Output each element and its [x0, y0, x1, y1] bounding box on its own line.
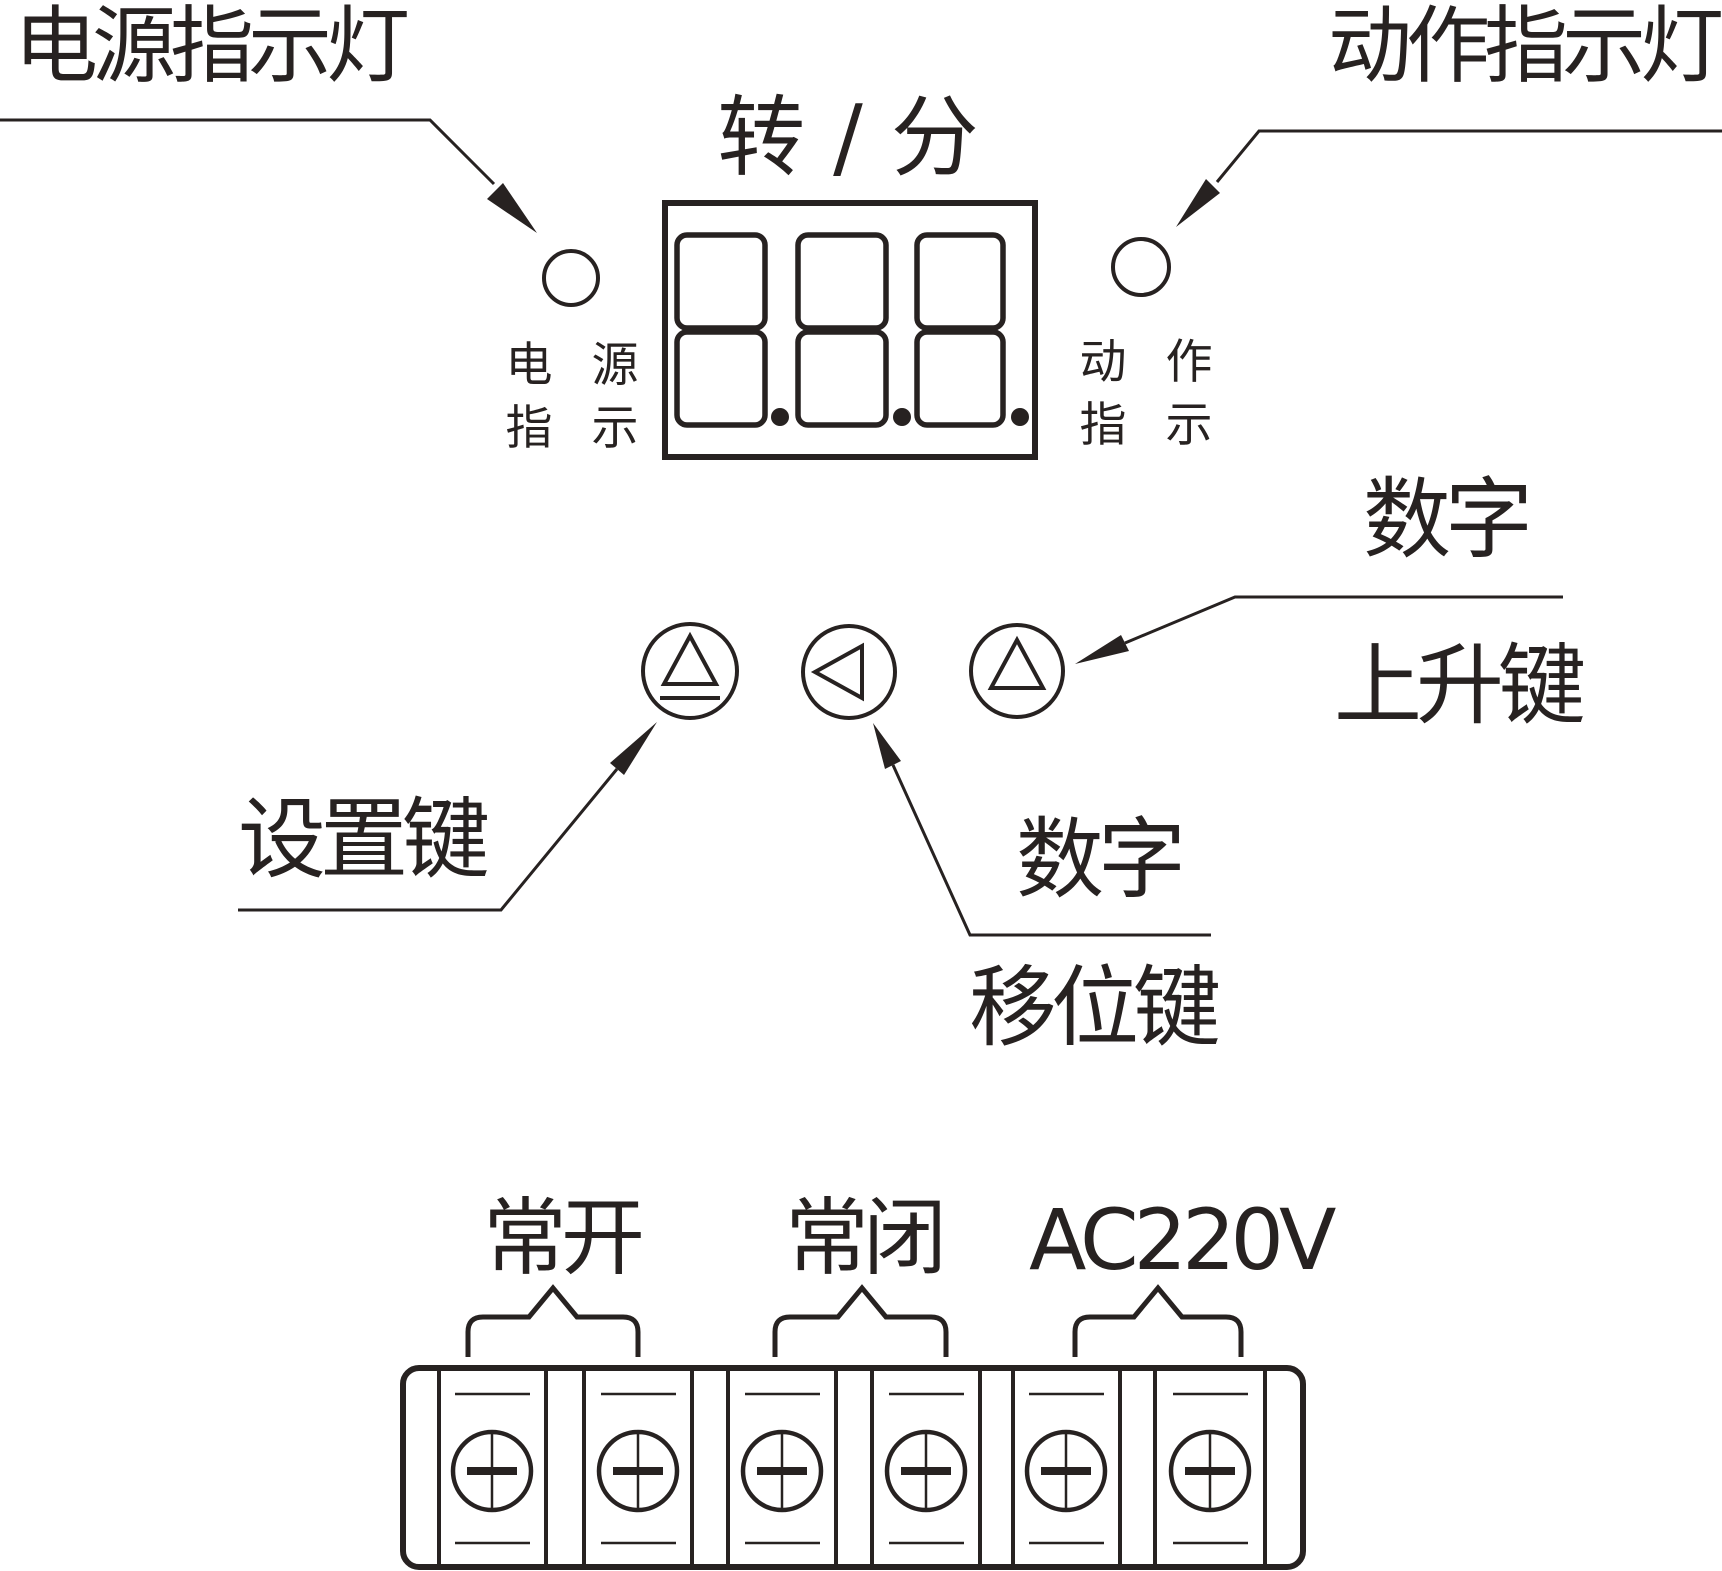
digit-shift-button[interactable] [801, 624, 897, 720]
power-led-label-line1: 电 源 [505, 338, 651, 393]
terminal-screw [740, 1392, 824, 1545]
terminal-separators [437, 1368, 1267, 1567]
arrowhead-icon [873, 723, 901, 769]
brace-normally-open [465, 1284, 641, 1357]
power-led-label: 电 源 指 示 [498, 334, 658, 460]
digit-shift-callout-line2: 移位键 [968, 956, 1221, 1059]
action-led-label-line2: 指 示 [1079, 398, 1225, 453]
action-light-callout-label: 动作指示灯 [1327, 0, 1722, 95]
digit-shift-callout-line1: 数字 [1015, 808, 1186, 911]
set-button[interactable] [641, 622, 739, 720]
brace-normally-closed [772, 1284, 949, 1357]
terminal-screw [1168, 1392, 1252, 1545]
terminal-block [400, 1365, 1306, 1570]
set-key-callout-label: 设置键 [238, 788, 490, 891]
arrowhead-icon [610, 722, 657, 775]
action-led-icon [1111, 237, 1171, 297]
display-panel [662, 200, 1038, 460]
display-digit [795, 232, 889, 428]
arrowhead-icon [1075, 635, 1129, 664]
action-led-label-line1: 动 作 [1079, 335, 1225, 390]
terminal-label-normally-closed: 常闭 [784, 1189, 947, 1287]
set-key-leader-line [238, 722, 657, 912]
action-led-label: 动 作 指 示 [1072, 331, 1232, 457]
terminal-label-normally-open: 常开 [482, 1189, 645, 1287]
decimal-dot [893, 408, 911, 426]
arrowhead-icon [1176, 179, 1220, 227]
power-light-callout-label: 电源指示灯 [14, 0, 410, 95]
power-led-icon [542, 249, 600, 307]
digit-up-button[interactable] [969, 623, 1065, 719]
terminal-screw [884, 1392, 968, 1545]
digit-up-leader-line [1075, 595, 1563, 664]
display-unit-label: 转 / 分 [717, 86, 979, 189]
display-digit [914, 232, 1006, 428]
terminal-screw [1024, 1392, 1108, 1545]
triangle-up-icon [987, 635, 1047, 690]
action-led-leader-line [1176, 129, 1722, 227]
terminal-screw [596, 1392, 680, 1545]
triangle-underline-icon [660, 631, 720, 686]
power-led-label-line2: 指 示 [505, 401, 651, 456]
terminal-label-ac220v: AC220V [1029, 1191, 1336, 1289]
triangle-left-icon [810, 642, 864, 702]
digit-shift-leader-line [873, 723, 1211, 937]
digit-up-callout-line2: 上升键 [1333, 634, 1586, 737]
terminal-screw [450, 1392, 534, 1545]
digit-up-callout-line1: 数字 [1362, 468, 1533, 571]
display-digit [674, 232, 768, 428]
decimal-dot [1011, 408, 1029, 426]
brace-ac220v [1072, 1284, 1244, 1357]
decimal-dot [771, 408, 789, 426]
power-led-leader-line [0, 118, 537, 233]
arrowhead-icon [487, 183, 537, 233]
